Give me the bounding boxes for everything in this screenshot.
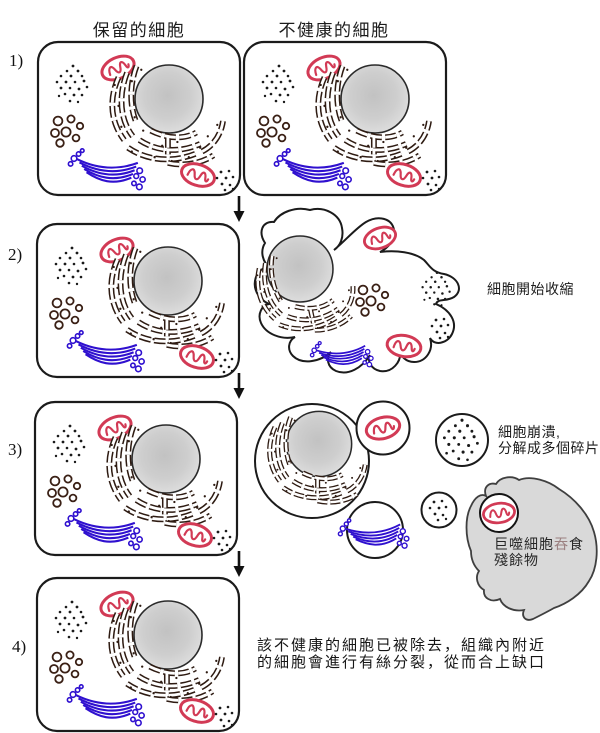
annotation-cell-fragments: 細胞崩潰, 分解成多個碎片 [498, 424, 600, 456]
annotation-final-line1: 該不健康的細胞已被除去，組織內附近 [257, 637, 547, 654]
annotation-cell-fragments-line1: 細胞崩潰, [498, 424, 561, 440]
macrophage-caption-part2: 吞 [554, 536, 569, 552]
annotation-macrophage-line1: 巨噬細胞吞食 [494, 536, 584, 552]
step-label-3: 3) [8, 440, 23, 459]
step-label-2: 2) [8, 245, 23, 264]
annotation-final: 該不健康的細胞已被除去，組織內附近 的細胞會進行有絲分裂，從而合上缺口 [257, 637, 546, 671]
cell-retained-step2 [37, 224, 239, 379]
cell-fragments-step3 [254, 400, 489, 564]
cell-unhealthy-step1 [244, 42, 446, 197]
arrow-down-icon [232, 549, 246, 579]
nucleus-icon [266, 235, 334, 303]
column-header-retained: 保留的細胞 [92, 21, 186, 40]
annotation-macrophage-line2: 殘餘物 [494, 552, 539, 568]
macrophage-caption-part3: 食 [569, 536, 584, 552]
fragment-smalldots-body [420, 491, 458, 529]
macrophage-shape [465, 476, 598, 621]
cell-retained-step3 [35, 402, 237, 557]
annotation-cell-fragments-line2: 分解成多個碎片 [498, 440, 600, 456]
nucleus-icon [285, 410, 353, 478]
macrophage-caption-part1: 巨噬細胞 [494, 536, 554, 552]
fragment-dots-body [435, 413, 489, 467]
annotation-macrophage: 巨噬細胞吞食 殘餘物 [494, 536, 584, 568]
column-header-unhealthy: 不健康的細胞 [278, 21, 390, 40]
cell-shrinking-step2 [252, 207, 460, 382]
step-label-4: 4) [12, 637, 27, 656]
annotation-final-line2: 的細胞會進行有絲分裂，從而合上缺口 [257, 654, 547, 671]
arrow-down-icon [232, 371, 246, 401]
cell-retained-step1 [38, 42, 240, 197]
cell-retained-step4 [37, 578, 239, 733]
arrow-down-icon [232, 194, 246, 224]
step-label-1: 1) [9, 51, 24, 70]
annotation-cell-shrinks: 細胞開始收縮 [487, 281, 574, 297]
